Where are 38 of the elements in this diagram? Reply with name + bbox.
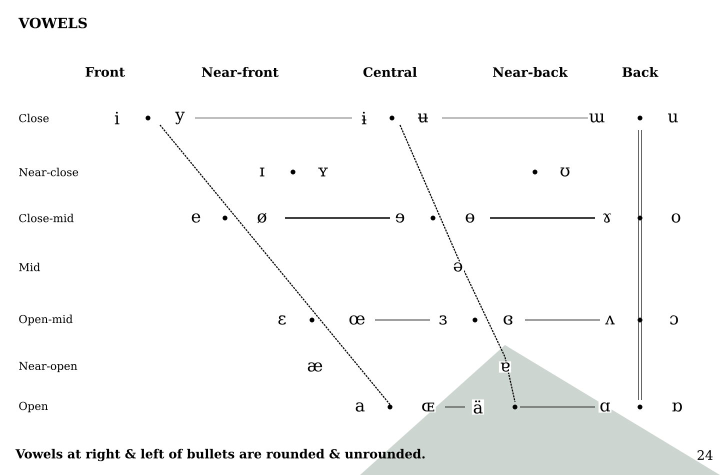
vowel-symbol: e xyxy=(190,212,202,224)
vowel-symbol: ɛ xyxy=(276,314,288,326)
column-heading: Near-front xyxy=(202,66,279,78)
vowel-symbol: i xyxy=(113,110,121,126)
vowel-symbol: ʊ xyxy=(558,166,572,178)
vowel-symbol: ɜ xyxy=(438,314,448,326)
page-number: 24 xyxy=(698,450,713,460)
vowel-symbol: u xyxy=(666,112,680,124)
vowel-symbol: o xyxy=(670,212,682,224)
vowel-symbol: ɞ xyxy=(502,314,514,326)
vowel-symbol: ɘ xyxy=(394,212,406,224)
vowel-symbol: ø xyxy=(256,212,268,224)
vowel-symbol: ʉ xyxy=(416,112,430,124)
vowel-symbol: ɒ xyxy=(670,401,684,413)
row-label: Mid xyxy=(19,262,40,272)
title: VOWELS xyxy=(18,18,87,28)
vowel-symbol: æ xyxy=(306,361,324,373)
vowel-symbol: ɪ xyxy=(258,166,266,178)
row-label: Open xyxy=(19,402,48,412)
row-label: Open-mid xyxy=(19,314,73,326)
footnote: Vowels at right & left of bullets are rounded & unrounded. xyxy=(15,448,425,462)
column-heading: Central xyxy=(363,66,417,78)
vowel-symbol: y xyxy=(174,110,186,126)
vowel-symbol: ɨ xyxy=(360,110,368,126)
vowel-symbol: ɔ xyxy=(668,314,680,326)
column-heading: Back xyxy=(622,66,658,78)
vowel-symbol: ʏ xyxy=(316,166,330,178)
vowel-symbol: a xyxy=(354,401,366,413)
column-heading: Front xyxy=(86,67,125,77)
row-label: Near-close xyxy=(19,168,78,176)
vowel-symbol: œ xyxy=(348,314,366,326)
vowel-symbol: ɤ xyxy=(601,212,613,224)
row-label: Close xyxy=(19,114,49,122)
vowel-symbol: ʌ xyxy=(604,314,616,326)
vowel-symbol: ɵ xyxy=(464,212,476,224)
column-heading: Near-back xyxy=(492,66,568,78)
row-label: Near-open xyxy=(19,362,78,372)
row-label: Close-mid xyxy=(19,214,74,222)
